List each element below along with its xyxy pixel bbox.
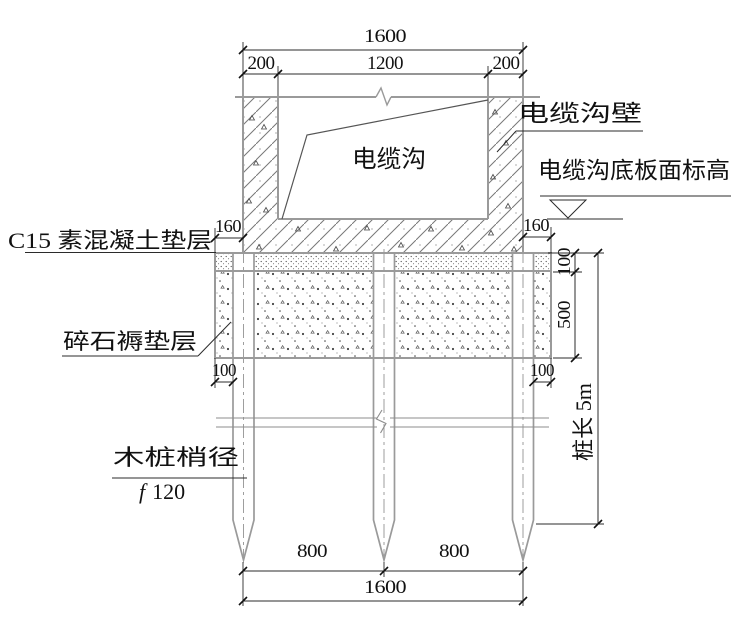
dim-gravel-thickness: 500 bbox=[554, 300, 574, 329]
dim-pile-spacing-left: 800 bbox=[297, 541, 327, 562]
dim-overhang-right: 160 bbox=[523, 215, 550, 235]
pile-tip-label: 木桩梢径 bbox=[113, 445, 239, 470]
dim-gravel-overhang-right: 100 bbox=[530, 360, 554, 380]
mid-break-symbol bbox=[375, 409, 387, 434]
slab-elevation-label: 电缆沟底板面标高 bbox=[538, 158, 730, 183]
dim-bottom-total: 1600 bbox=[364, 577, 406, 598]
top-break-symbol bbox=[375, 86, 392, 107]
c15-cushion-label: C15 素混凝土垫层 bbox=[8, 228, 212, 253]
trench-cavity bbox=[278, 97, 488, 219]
gravel-cushion-leader bbox=[197, 321, 232, 357]
cavity-break-edge bbox=[281, 99, 489, 220]
dim-gravel-overhang-left: 100 bbox=[212, 360, 236, 380]
cushion-outlines bbox=[214, 252, 552, 359]
trench-structure bbox=[235, 86, 540, 253]
dim-c15-thickness: 100 bbox=[554, 247, 574, 276]
dim-top-left-wall: 200 bbox=[248, 53, 275, 74]
annotations: 电缆沟 电缆沟壁 电缆沟底板面标高 C15 素混凝土垫层 碎石褥垫层 木桩梢径 … bbox=[8, 101, 731, 504]
dim-overhang-left: 160 bbox=[215, 216, 242, 236]
dimension-ticks bbox=[210, 45, 603, 606]
dim-top-right-wall: 200 bbox=[493, 53, 520, 74]
dim-pile-spacing-right: 800 bbox=[439, 541, 469, 562]
trench-wall-leader bbox=[496, 130, 517, 153]
gravel-cushion-outline bbox=[214, 270, 552, 359]
concrete-symbols bbox=[245, 108, 518, 252]
trench-wall-label: 电缆沟壁 bbox=[518, 101, 642, 126]
gravel-cushion-label: 碎石褥垫层 bbox=[63, 329, 197, 354]
pile-length-label: 桩长 5m bbox=[571, 383, 596, 461]
dimension-texts: 1600 200 1200 200 160 160 100 100 100 50… bbox=[212, 26, 574, 598]
pile-tip-diameter-value: 120 bbox=[152, 479, 185, 504]
trench-label: 电缆沟 bbox=[352, 146, 426, 173]
elevation-mark-icon bbox=[548, 199, 588, 219]
dim-top-inner: 1200 bbox=[367, 53, 403, 74]
pile-length-break bbox=[216, 409, 549, 434]
phi-symbol: f bbox=[139, 479, 148, 504]
dim-top-total: 1600 bbox=[364, 26, 406, 47]
